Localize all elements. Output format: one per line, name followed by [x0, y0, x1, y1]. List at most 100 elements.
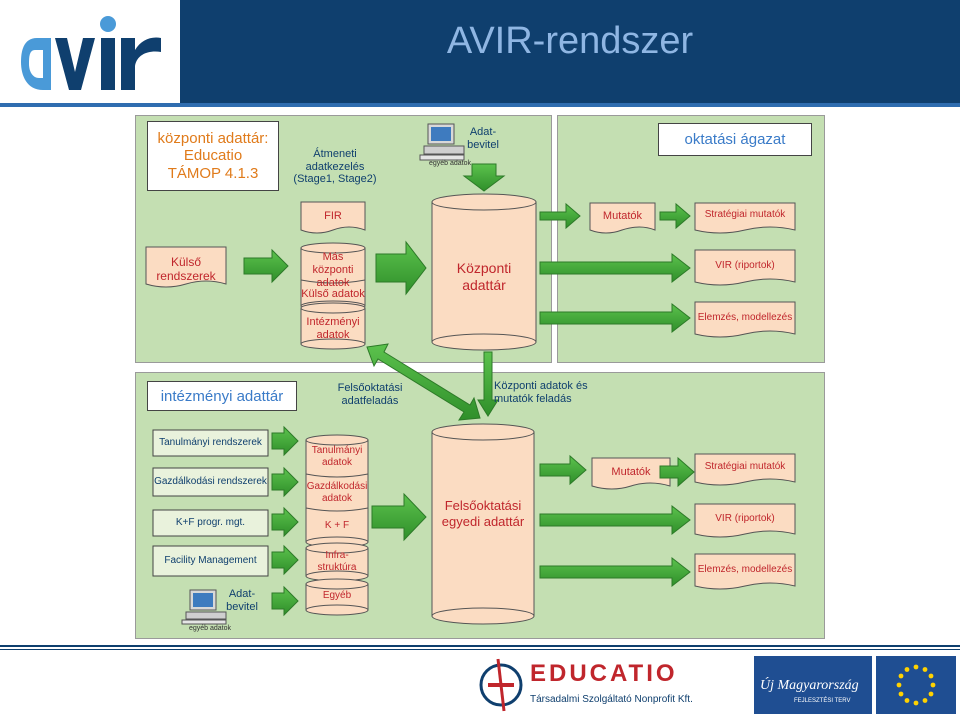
staging-line3: (Stage1, Stage2) — [293, 173, 377, 186]
umft-subtext: FEJLESZTÉSI TERV — [794, 698, 851, 704]
arrow-to-strategiai-bottom — [659, 456, 695, 488]
arrow-sys5 — [271, 585, 299, 617]
arrow-to-mutatok-top — [539, 202, 581, 230]
staging-line1: Átmeneti — [313, 148, 357, 160]
system-label-3: K+F progr. mgt. — [175, 517, 246, 528]
binput-line2: bevitel — [226, 600, 258, 613]
footer-rule — [0, 645, 960, 647]
staging-line2: adatkezelés — [305, 160, 365, 173]
ext-line2: rendszerek — [156, 269, 216, 284]
institutional-data-label: Intézményi adatok — [301, 316, 365, 342]
bstore-line1: Felsőoktatási — [444, 498, 522, 513]
system-label-2: Gazdálkodási rendszerek — [154, 476, 267, 487]
arrow-to-vir-bottom — [539, 504, 691, 536]
fir-label: FIR — [324, 210, 342, 222]
strategiai-doc-top — [694, 202, 796, 234]
cyl4-line1: Infra- — [325, 550, 349, 561]
arrow-sys2 — [271, 466, 299, 498]
arrow-to-elemzes-bottom — [539, 556, 691, 588]
mutatok-label-top: Mutatók — [602, 210, 643, 222]
central-label-line1: központi adattár: — [157, 130, 269, 148]
cyl-item-2: Gazdálkodási adatok — [306, 481, 368, 505]
arrow-to-bottom-store — [371, 492, 427, 542]
external-data-label: Külső adatok — [301, 288, 365, 300]
slide-title: AVIR-rendszer — [446, 20, 694, 62]
kfel-line1: Központi adatok és — [494, 380, 588, 392]
system-label-4: Facility Management — [164, 555, 257, 566]
external-systems-label: Külső rendszerek — [146, 255, 226, 284]
bottom-store-cylinder — [431, 423, 535, 625]
central-store-cylinder — [431, 193, 537, 351]
fir-document — [300, 201, 366, 234]
vir-doc-bottom — [694, 503, 796, 538]
arrow-to-vir-top — [539, 252, 691, 284]
staging-label: Átmeneti adatkezelés (Stage1, Stage2) — [285, 148, 385, 186]
mas-line2: adatok — [316, 277, 350, 290]
central-store-label: Központi adattár — [432, 260, 536, 294]
ext-line1: Külső — [170, 255, 202, 269]
arrow-to-mutatok-bottom — [539, 454, 587, 486]
arrow-external-right — [243, 248, 289, 284]
educatio-emblem — [479, 658, 523, 712]
institutional-cylinder-top — [300, 302, 366, 350]
bottom-store-label: Felsőoktatási egyedi adattár — [432, 498, 534, 529]
data-input-label-bottom: Adat- bevitel — [222, 588, 262, 613]
cyl-item-1: Tanulmányi adatok — [306, 445, 368, 469]
header-bar — [180, 0, 960, 103]
input-line1: Adat- — [469, 126, 497, 138]
mutatok-doc-bottom — [591, 457, 671, 490]
fel-line1: Felsőoktatási — [337, 382, 403, 394]
arrow-input-down — [462, 163, 506, 192]
institutional-stacked-cylinder — [305, 434, 369, 548]
input-line2: bevitel — [467, 138, 499, 151]
computer-icon-bottom — [181, 589, 227, 625]
store-line2: adattár — [462, 276, 506, 293]
elemzes-label-bottom: Elemzés, modellezés — [697, 564, 793, 575]
fel-line2: adatfeladás — [341, 395, 399, 408]
arrow-central-down — [477, 351, 499, 417]
system-box-2 — [152, 467, 269, 497]
bstore-line2: egyedi adattár — [441, 513, 525, 529]
felsooktatasi-adatfeladas-label: Felsőoktatási adatfeladás — [330, 382, 410, 408]
umft-logo: Új Magyarország FEJLESZTÉSI TERV — [754, 656, 872, 714]
cyl4-line2: struktúra — [317, 562, 357, 573]
central-label-line3: TÁMOP 4.1.3 — [167, 164, 259, 182]
cyl2-line2: adatok — [321, 493, 353, 504]
system-label-1: Tanulmányi rendszerek — [159, 437, 262, 448]
avir-logo — [21, 16, 161, 90]
system-box-1 — [152, 429, 269, 457]
header-rule — [0, 103, 960, 107]
other-central-data-label: Más központi adatok — [301, 251, 365, 291]
central-submission-label: Központi adatok és mutatók feladás — [494, 380, 594, 406]
central-label-line2: Educatio — [183, 147, 243, 165]
mas-line1: Más központi — [312, 251, 354, 277]
arrow-to-elemzes-top — [539, 302, 691, 334]
cyl2-line1: Gazdálkodási — [306, 481, 368, 492]
strategiai-label-top: Stratégiai mutatók — [704, 209, 786, 220]
vir-label-top: VIR (riportok) — [715, 260, 775, 271]
store-line1: Központi — [456, 260, 512, 276]
vir-label-bottom: VIR (riportok) — [715, 513, 775, 524]
int-line2: adatok — [316, 329, 350, 342]
cyl-item-4: Infra- struktúra — [306, 550, 368, 574]
arrow-diagonal-bidirectional — [366, 343, 481, 421]
arrow-sys3 — [271, 506, 299, 538]
pc-caption-top: egyéb adatok — [428, 160, 472, 167]
kfel-line2: mutatók feladás — [494, 393, 572, 406]
eu-flag-icon — [876, 656, 956, 714]
sector-box: oktatási ágazat — [658, 123, 812, 156]
int-line1: Intézményi — [306, 316, 360, 328]
educatio-subtitle: Társadalmi Szolgáltató Nonprofit Kft. — [530, 694, 693, 705]
other-cylinder — [305, 578, 369, 616]
arrow-sys4 — [271, 544, 299, 576]
cyl-item-3: K + F — [324, 520, 350, 531]
mutatok-label-bottom: Mutatók — [611, 466, 651, 478]
arrow-to-central — [375, 240, 427, 296]
elemzes-doc-top — [694, 301, 796, 338]
elemzes-doc-bottom — [694, 553, 796, 590]
computer-icon — [419, 123, 465, 161]
strategiai-doc-bottom — [694, 453, 796, 486]
umft-text: Új Magyarország — [760, 678, 859, 693]
arrow-sys1 — [271, 425, 299, 457]
